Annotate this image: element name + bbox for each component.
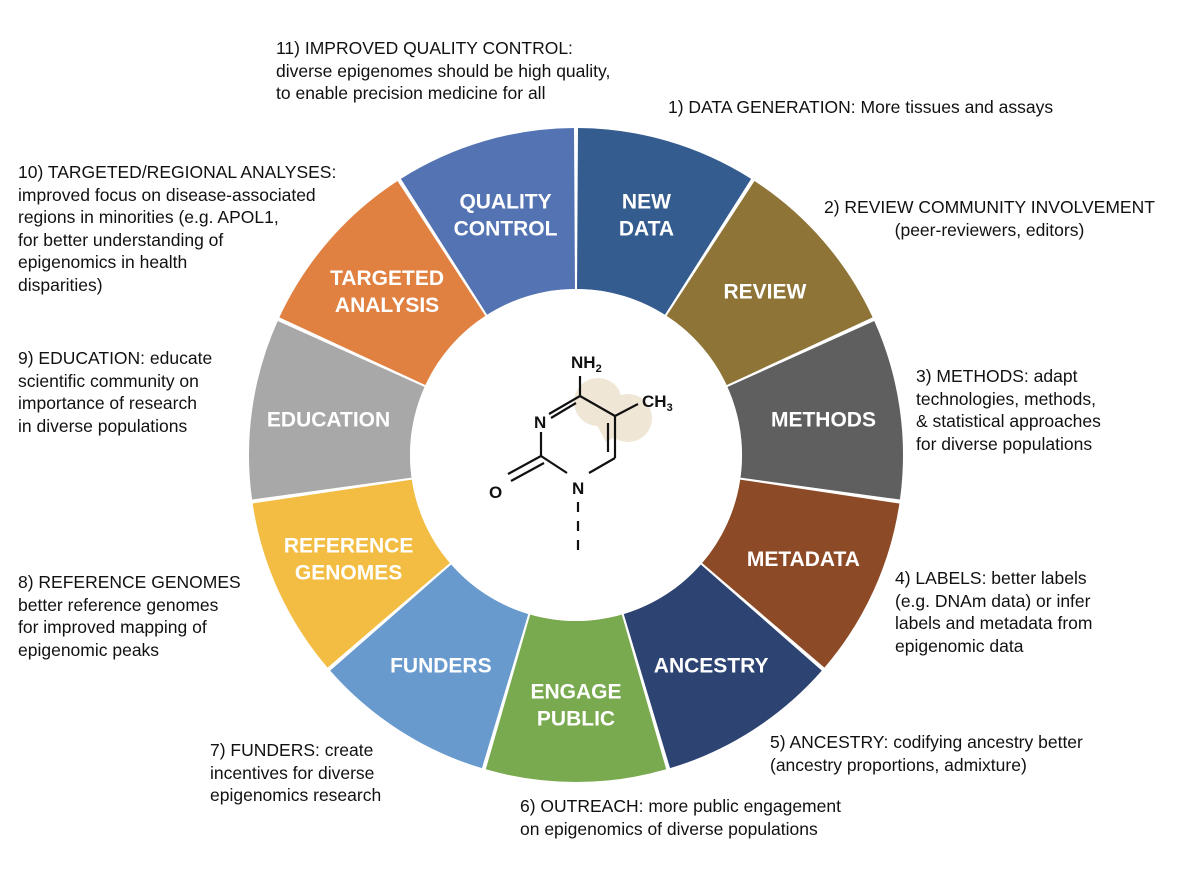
segment-label-line: REFERENCE [284,534,414,557]
annotation-ancestry: 5) ANCESTRY: codifying ancestry better (… [770,732,1083,775]
segment-label-funders: FUNDERS [390,654,492,677]
segment-label-line: TARGETED [330,267,444,290]
segment-reference-genomes [252,479,450,668]
methylcytosine-structure: NH2 CH3 N N O [489,353,673,552]
segment-education [249,320,425,500]
segment-engage-public [485,614,667,783]
segment-label-line: METADATA [747,548,860,571]
segment-label-education: EDUCATION [267,408,390,431]
segment-new-data [577,128,752,315]
segment-label-line: CONTROL [454,218,558,241]
carbonyl-oxygen-label: O [489,483,502,502]
annotation-reference-genomes: 8) REFERENCE GENOMES better reference ge… [18,572,241,660]
segment-label-line: ENGAGE [530,681,621,704]
segment-label-line: REVIEW [724,280,807,303]
segment-label-engage-public: ENGAGE PUBLIC [530,681,621,731]
segment-quality-control [400,128,575,315]
segment-targeted-analysis [279,180,486,386]
molecule-bonds [507,376,639,552]
segment-label-new-data: NEW DATA [619,191,674,241]
segment-metadata [702,479,900,668]
segment-label-line: PUBLIC [537,708,615,731]
annotation-education: 9) EDUCATION: educate scientific communi… [18,348,213,436]
segment-label-line: FUNDERS [390,654,492,677]
annotation-targeted-analyses: 10) TARGETED/REGIONAL ANALYSES: improved… [18,162,337,295]
annotation-funders: 7) FUNDERS: create incentives for divers… [210,740,382,805]
segment-label-ancestry: ANCESTRY [654,654,769,677]
segment-funders [330,564,529,769]
segment-ancestry [623,564,822,769]
annotation-methods: 3) METHODS: adapt technologies, methods,… [916,366,1101,454]
segment-label-line: DATA [619,218,674,241]
segment-label-line: NEW [622,191,671,214]
amine-group-label: NH2 [571,353,602,375]
segment-label-reference-genomes: REFERENCE GENOMES [284,534,414,584]
segment-label-quality-control: QUALITY CONTROL [454,191,558,241]
methyl-group-label: CH3 [642,392,673,414]
wheel-segments: NEW DATA REVIEW METHODS METADATA ANCESTRY ENGA… [249,128,904,783]
segment-label-line: ANCESTRY [654,654,769,677]
segment-label-line: ANALYSIS [335,294,439,317]
segment-methods [727,320,904,500]
annotation-data-generation: 1) DATA GENERATION: More tissues and ass… [668,97,1054,117]
segment-label-line: QUALITY [459,191,551,214]
segment-review [666,180,873,386]
segment-label-metadata: METADATA [747,548,860,571]
wheel-center [410,289,742,621]
segment-label-line: GENOMES [295,561,402,584]
annotation-labels: 4) LABELS: better labels (e.g. DNAm data… [895,568,1093,656]
annotation-outreach: 6) OUTREACH: more public engagement on e… [520,796,841,839]
glycosidic-nitrogen-label: N [572,479,584,498]
segment-label-review: REVIEW [724,280,807,303]
segment-label-line: METHODS [771,408,876,431]
annotation-review-community: 2) REVIEW COMMUNITY INVOLVEMENT (peer-re… [824,197,1155,240]
segment-label-line: EDUCATION [267,408,390,431]
segment-label-targeted-analysis: TARGETED ANALYSIS [330,267,444,317]
ring-nitrogen-label: N [534,413,546,432]
segment-label-methods: METHODS [771,408,876,431]
annotation-quality-control: 11) IMPROVED QUALITY CONTROL: diverse ep… [276,38,611,103]
